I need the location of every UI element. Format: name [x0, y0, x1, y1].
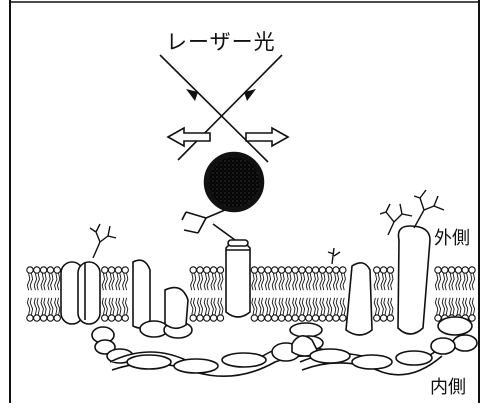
bead	[205, 153, 263, 211]
lipid	[217, 298, 223, 321]
laser-beams	[160, 55, 282, 162]
lipid	[340, 267, 346, 290]
lipid	[47, 298, 53, 321]
lipid	[380, 298, 386, 321]
lipid	[319, 267, 325, 290]
transmembrane-protein-left	[61, 262, 100, 324]
lipid	[122, 298, 128, 321]
transmembrane-protein-mid-left	[133, 260, 192, 338]
lipid	[387, 267, 393, 290]
lipid	[197, 267, 203, 290]
lipid	[102, 298, 108, 321]
lipid	[34, 298, 40, 321]
lipid	[285, 267, 291, 290]
lipid	[292, 298, 298, 321]
lipid	[306, 267, 312, 290]
lipid	[27, 267, 33, 290]
lipid	[374, 298, 380, 321]
lipid	[40, 267, 46, 290]
lipid	[462, 267, 468, 290]
lipid	[265, 298, 271, 321]
glycans	[90, 190, 444, 264]
lipid	[251, 267, 257, 290]
lipid	[102, 267, 108, 290]
lipid	[258, 298, 264, 321]
lipid	[285, 298, 291, 321]
inside-label: 内側	[430, 373, 466, 399]
lipid	[387, 298, 393, 321]
lipid	[108, 298, 114, 321]
laser-light-label: レーザー光	[166, 26, 276, 56]
lipid	[115, 267, 121, 290]
lipid	[210, 298, 216, 321]
lipid	[258, 267, 264, 290]
lipid	[455, 267, 461, 290]
lipid	[278, 298, 284, 321]
trap-force-arrow	[168, 128, 288, 146]
lipid	[326, 267, 332, 290]
lipid	[380, 267, 386, 290]
lipid	[251, 298, 257, 321]
lipid	[54, 267, 60, 290]
outside-label: 外側	[434, 224, 470, 250]
lipid	[292, 267, 298, 290]
lipid	[34, 267, 40, 290]
lipid	[448, 267, 454, 290]
lipid	[210, 267, 216, 290]
lipid	[108, 267, 114, 290]
lipid	[469, 267, 475, 290]
lipid	[306, 298, 312, 321]
lipid	[40, 298, 46, 321]
lipid	[265, 267, 271, 290]
lipid	[197, 298, 203, 321]
lipid	[435, 298, 441, 321]
lipid	[217, 267, 223, 290]
lipid	[27, 298, 33, 321]
lipid	[278, 267, 284, 290]
bead-bound-protein	[226, 240, 250, 317]
lipid	[326, 298, 332, 321]
lipid	[47, 267, 53, 290]
lipid	[299, 298, 305, 321]
lipid	[54, 298, 60, 321]
lipid	[122, 267, 128, 290]
lipid	[435, 267, 441, 290]
lipid	[312, 298, 318, 321]
lipid	[299, 267, 305, 290]
lipid	[312, 267, 318, 290]
lipid	[204, 298, 210, 321]
lipid	[319, 298, 325, 321]
lipid	[272, 267, 278, 290]
lipid	[469, 298, 475, 321]
lipid	[190, 298, 196, 321]
lipid	[442, 267, 448, 290]
lipid	[272, 298, 278, 321]
lipid	[190, 267, 196, 290]
lipid	[204, 267, 210, 290]
antibody	[182, 210, 235, 240]
lipid	[374, 267, 380, 290]
lipid	[333, 267, 339, 290]
lipid	[333, 298, 339, 321]
lipid	[340, 298, 346, 321]
lipid	[115, 298, 121, 321]
